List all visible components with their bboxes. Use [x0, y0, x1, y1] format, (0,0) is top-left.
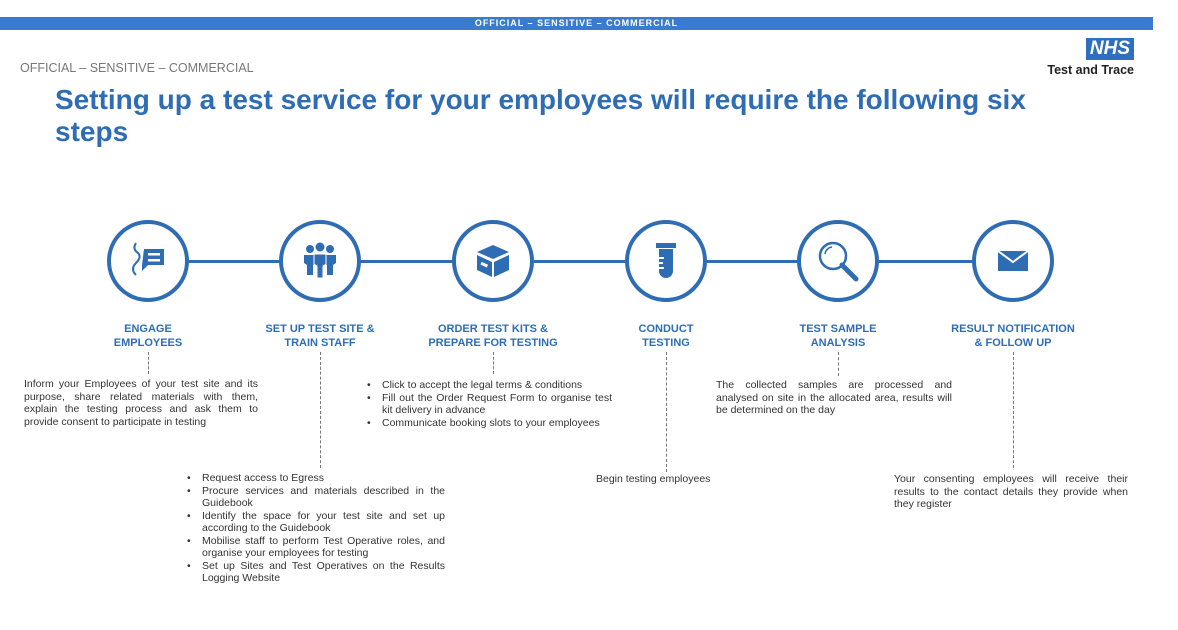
list-item: Procure services and materials described…: [187, 485, 445, 510]
step-2-title: SET UP TEST SITE & TRAIN STAFF: [235, 322, 405, 350]
title-line: & FOLLOW UP: [974, 337, 1052, 349]
title-line: ENGAGE: [124, 323, 172, 335]
list-item: Communicate booking slots to your employ…: [367, 417, 612, 430]
classification-marking: OFFICIAL – SENSITIVE – COMMERCIAL: [20, 61, 254, 75]
step-6-description: Your consenting employees will receive t…: [894, 473, 1128, 510]
step-1-title: ENGAGE EMPLOYEES: [63, 322, 233, 350]
nhs-logo: NHS Test and Trace: [1030, 38, 1134, 77]
step-1-circle: [107, 220, 189, 302]
step-3-circle: [452, 220, 534, 302]
title-line: TEST SAMPLE: [799, 323, 877, 335]
step-6-circle: [972, 220, 1054, 302]
nhs-logo-mark: NHS: [1085, 38, 1134, 60]
step-5-circle: [797, 220, 879, 302]
step-1-description: Inform your Employees of your test site …: [24, 378, 258, 428]
title-line: CONDUCT: [638, 323, 694, 335]
page-title: Setting up a test service for your emplo…: [55, 84, 1026, 147]
step-6-title: RESULT NOTIFICATION & FOLLOW UP: [928, 322, 1098, 350]
list-item: Click to accept the legal terms & condit…: [367, 379, 612, 392]
step-3-title: ORDER TEST KITS & PREPARE FOR TESTING: [408, 322, 578, 350]
step-4-connector: [666, 352, 667, 472]
step-6-connector: [1013, 352, 1014, 468]
logo-subtitle: Test and Trace: [1047, 63, 1134, 77]
step-2-list: Request access to Egress Procure service…: [186, 472, 445, 585]
people-group-icon: [304, 242, 336, 279]
list-item: Fill out the Order Request Form to organ…: [367, 392, 612, 417]
step-1-connector: [148, 352, 149, 374]
magnifier-icon: [818, 241, 859, 282]
step-3-list: Click to accept the legal terms & condit…: [366, 379, 612, 429]
step-5-title: TEST SAMPLE ANALYSIS: [753, 322, 923, 350]
package-box-icon: [477, 245, 509, 277]
timeline-connector: [150, 260, 1014, 263]
title-line: EMPLOYEES: [113, 337, 183, 349]
step-4-description: Begin testing employees: [596, 473, 711, 485]
list-item: Identify the space for your test site an…: [187, 510, 445, 535]
step-2-circle: [279, 220, 361, 302]
list-item: Set up Sites and Test Operatives on the …: [187, 560, 445, 585]
step-2-connector: [320, 352, 321, 468]
title-line: PREPARE FOR TESTING: [428, 337, 558, 349]
classification-banner: OFFICIAL – SENSITIVE – COMMERCIAL: [0, 17, 1153, 30]
title-line: ANALYSIS: [810, 337, 866, 349]
title-line: SET UP TEST SITE &: [265, 323, 375, 335]
step-4-circle: [625, 220, 707, 302]
title-line: ORDER TEST KITS &: [437, 323, 548, 335]
step-4-title: CONDUCT TESTING: [581, 322, 751, 350]
list-item: Mobilise staff to perform Test Operative…: [187, 535, 445, 560]
envelope-icon: [997, 250, 1029, 271]
step-3-connector: [493, 352, 494, 374]
speech-bubble-icon: [132, 242, 164, 276]
step-5-connector: [838, 352, 839, 376]
title-line: TESTING: [642, 337, 690, 349]
title-line: TRAIN STAFF: [284, 337, 356, 349]
list-item: Request access to Egress: [187, 472, 445, 485]
step-5-description: The collected samples are processed and …: [716, 379, 952, 416]
title-line: RESULT NOTIFICATION: [951, 323, 1075, 335]
test-tube-icon: [656, 243, 676, 278]
